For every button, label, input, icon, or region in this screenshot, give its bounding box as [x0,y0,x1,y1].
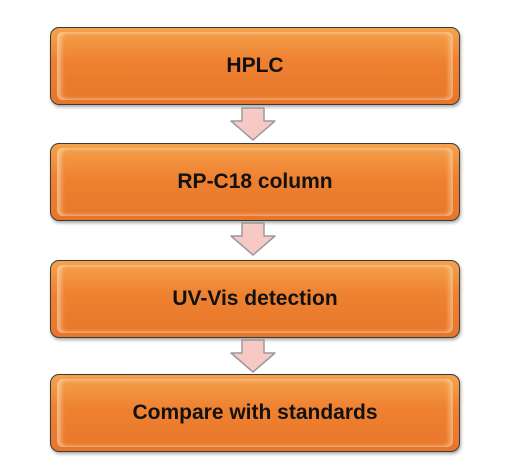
step-label: RP-C18 column [177,170,333,193]
step-rp-c18-column: RP-C18 column [50,143,460,221]
step-hplc: HPLC [50,27,460,105]
step-label: Compare with standards [132,401,378,424]
step-uv-vis-detection: UV-Vis detection [50,260,460,338]
down-arrow-icon [230,339,276,373]
down-arrow-icon [230,107,276,141]
step-label: HPLC [226,54,284,77]
step-compare-with-standards: Compare with standards [50,374,460,452]
step-label: UV-Vis detection [172,287,338,310]
down-arrow-icon [230,222,276,256]
